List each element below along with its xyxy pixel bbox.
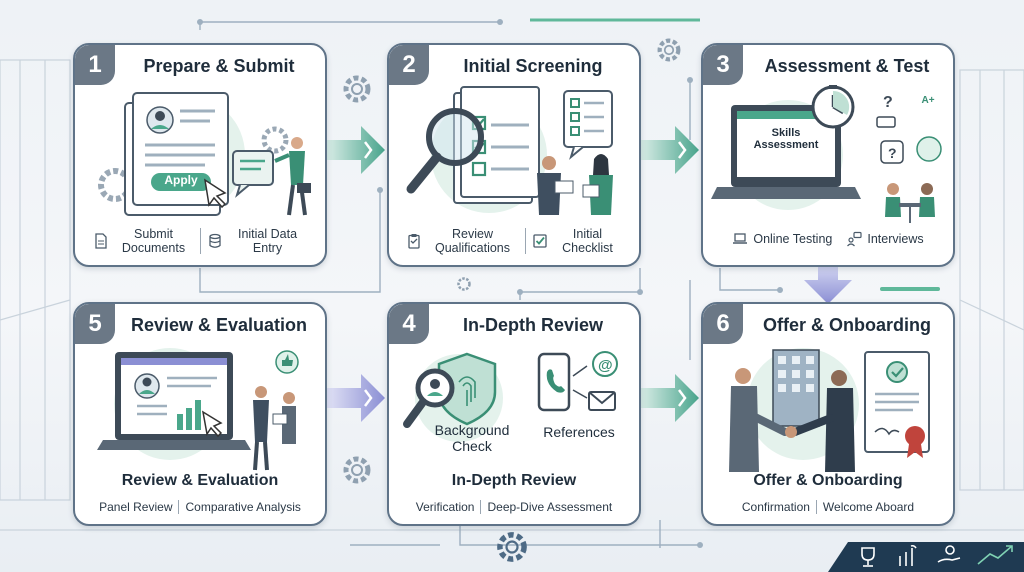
success-icon-strip	[828, 542, 1024, 572]
item-label: Online Testing	[753, 232, 833, 246]
step-title: Initial Screening	[463, 56, 603, 76]
item-interviews: Interviews	[846, 231, 924, 247]
chat-people-icon	[847, 231, 862, 247]
arrow-5-to-4	[327, 374, 385, 422]
step-items: Submit Documents Initial Data Entry	[83, 227, 317, 255]
in-depth-illustration: @	[403, 351, 618, 442]
item-submit-documents: Submit Documents	[93, 227, 194, 255]
step-items: Confirmation Welcome Aboard	[711, 500, 945, 514]
step-items: Panel Review Comparative Analysis	[83, 500, 317, 514]
step-card-5: 5 Review & Evaluation Review & Evaluatio…	[73, 302, 327, 526]
step-subtitle: Offer & Onboarding	[753, 472, 903, 489]
step-number: 1	[75, 45, 115, 85]
divider	[815, 500, 817, 514]
arrow-4-to-6	[641, 374, 699, 422]
skills-screen-text: Skills Assessment	[753, 127, 819, 151]
item-label: Interviews	[867, 232, 924, 246]
step-number: 3	[703, 45, 743, 85]
item-review-qualifications: Review Qualifications	[406, 227, 519, 255]
dollar-growth-icon	[899, 544, 917, 566]
rising-chart-icon	[977, 545, 1013, 565]
svg-text:?: ?	[883, 94, 893, 111]
item-label: Initial Checklist	[562, 227, 613, 255]
step-card-1: 1 Prepare & Submit Apply Submit Document…	[73, 43, 327, 267]
step-title: Review & Evaluation	[130, 315, 308, 335]
divider	[480, 500, 482, 514]
divider	[199, 228, 201, 254]
background-check-label: Background Check	[434, 422, 510, 454]
item-label: Comparative Analysis	[185, 500, 301, 514]
step-subtitle: Review & Evaluation	[121, 472, 279, 489]
checkbox-icon	[532, 234, 547, 248]
item-initial-data-entry: Initial Data Entry	[207, 227, 308, 255]
arrow-2-to-3	[641, 126, 699, 174]
svg-text:@: @	[598, 357, 613, 374]
step-title: In-Depth Review	[462, 315, 604, 335]
item-initial-checklist: Initial Checklist	[532, 227, 623, 255]
gear-icon	[657, 38, 681, 62]
item-label: Deep-Dive Assessment	[487, 500, 613, 514]
item-label: Confirmation	[741, 500, 810, 514]
step-number: 6	[703, 304, 743, 344]
step-card-6: 6 Offer & Onboarding Offer & Onboarding …	[701, 302, 955, 526]
grade-badge: A+	[921, 95, 935, 106]
document-icon	[94, 233, 107, 249]
step-items: Review Qualifications Initial Checklist	[397, 227, 631, 255]
gear-icon	[343, 75, 371, 103]
step-card-3: 3 Assessment & Test ? ? Skills Assessmen…	[701, 43, 955, 267]
item-online-testing: Online Testing	[732, 231, 832, 247]
svg-text:?: ?	[888, 145, 897, 161]
laptop-icon	[733, 233, 748, 244]
step-title: Assessment & Test	[764, 56, 930, 76]
step-number: 5	[75, 304, 115, 344]
step-title: Offer & Onboarding	[763, 315, 931, 335]
gear-icon	[343, 456, 371, 484]
step-card-4: 4 In-Depth Review @ Background Check Ref…	[387, 302, 641, 526]
gear-icon	[457, 277, 471, 291]
item-label: Review Qualifications	[434, 227, 511, 255]
trophy-icon	[861, 547, 875, 567]
apply-illustration	[98, 92, 311, 216]
divider	[178, 500, 180, 514]
divider	[524, 228, 526, 254]
step-items: Online Testing Interviews	[711, 231, 945, 247]
apply-button: Apply	[164, 173, 198, 187]
screening-illustration	[406, 86, 613, 215]
step-title: Prepare & Submit	[143, 56, 295, 76]
item-label: Welcome Aboard	[822, 500, 915, 514]
clipboard-icon	[407, 234, 420, 249]
arrow-3-to-6	[804, 262, 852, 304]
gear-icon	[497, 532, 527, 562]
step-items: Verification Deep-Dive Assessment	[397, 500, 631, 514]
step-card-2: 2 Initial Screening Review Qualification…	[387, 43, 641, 267]
hand-coin-icon	[937, 545, 961, 563]
database-icon	[208, 233, 221, 248]
item-label: Verification	[415, 500, 475, 514]
item-label: Submit Documents	[121, 227, 186, 255]
item-label: Initial Data Entry	[237, 227, 298, 255]
assessment-illustration: ? ?	[711, 85, 942, 223]
evaluation-illustration	[97, 348, 299, 471]
arrow-1-to-2	[327, 126, 385, 174]
onboarding-illustration	[729, 348, 930, 472]
step-number: 4	[389, 304, 429, 344]
item-label: Panel Review	[99, 500, 173, 514]
step-number: 2	[389, 45, 429, 85]
step-subtitle: In-Depth Review	[451, 472, 577, 489]
references-label: References	[543, 424, 615, 440]
